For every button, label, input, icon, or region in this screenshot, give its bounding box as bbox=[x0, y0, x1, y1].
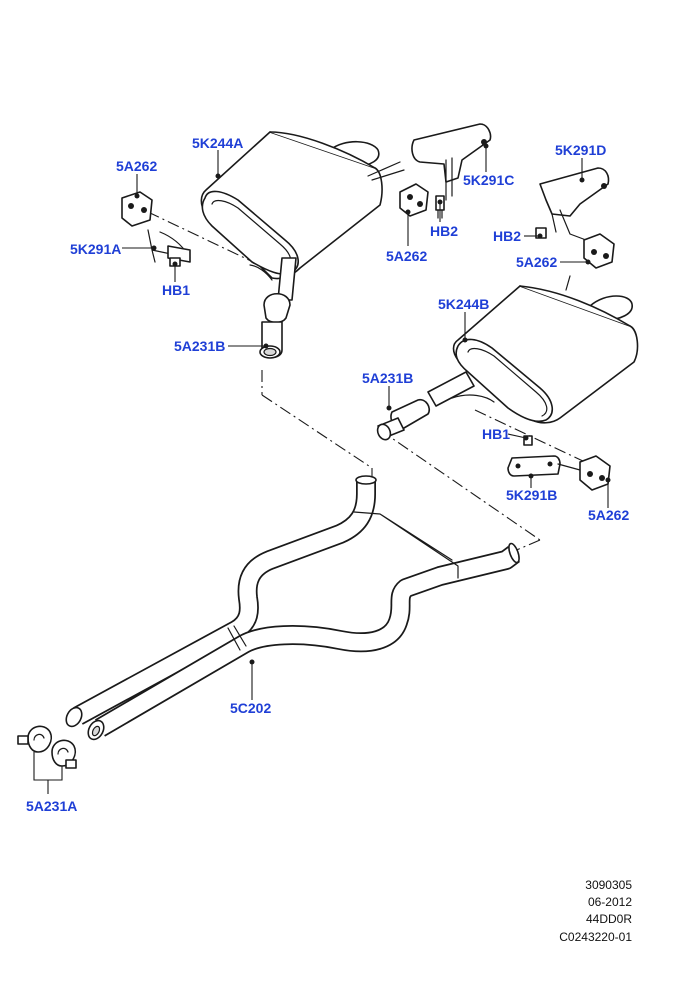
footer-line-2: 06-2012 bbox=[588, 895, 632, 909]
label-bracket-d: 5K291D bbox=[555, 142, 606, 158]
rear-clamp bbox=[376, 398, 431, 441]
clamp-pair bbox=[17, 725, 77, 769]
label-clamp-pair: 5A231A bbox=[26, 798, 77, 814]
label-pipe: 5C202 bbox=[230, 700, 271, 716]
footer-line-3: 44DD0R bbox=[586, 912, 632, 926]
label-muffler-rear: 5K244B bbox=[438, 296, 489, 312]
label-bracket-c: 5K291C bbox=[463, 172, 514, 188]
rear-muffler bbox=[427, 285, 639, 424]
label-clamp-a: 5A231B bbox=[174, 338, 225, 354]
label-bracket-a: 5K291A bbox=[70, 241, 121, 257]
part-labels: 5K244A 5A262 5K291A HB1 5A231B 5K291C HB… bbox=[26, 135, 629, 814]
bracket-d-group bbox=[535, 167, 615, 291]
front-muffler bbox=[200, 131, 383, 324]
front-clamp bbox=[259, 321, 283, 359]
front-hanger-group bbox=[121, 191, 191, 267]
label-clamp-b: 5A231B bbox=[362, 370, 413, 386]
label-insulator-d: 5A262 bbox=[588, 507, 629, 523]
label-insulator-c: 5A262 bbox=[516, 254, 557, 270]
leader-lines bbox=[33, 143, 611, 794]
label-bracket-b: 5K291B bbox=[506, 487, 557, 503]
intermediate-pipe bbox=[65, 475, 520, 741]
footer-reference: 3090305 06-2012 44DD0R C0243220-01 bbox=[559, 878, 632, 944]
footer-line-1: 3090305 bbox=[585, 878, 632, 892]
bracket-c-group bbox=[367, 123, 492, 219]
label-hb2-a: HB2 bbox=[430, 223, 458, 239]
label-hb1-a: HB1 bbox=[162, 282, 190, 298]
label-insulator-b: 5A262 bbox=[386, 248, 427, 264]
label-insulator-a: 5A262 bbox=[116, 158, 157, 174]
label-hb2-b: HB2 bbox=[493, 228, 521, 244]
footer-line-4: C0243220-01 bbox=[559, 930, 632, 944]
label-muffler-front: 5K244A bbox=[192, 135, 243, 151]
bracket-b-group bbox=[507, 435, 611, 491]
label-hb1-b: HB1 bbox=[482, 426, 510, 442]
